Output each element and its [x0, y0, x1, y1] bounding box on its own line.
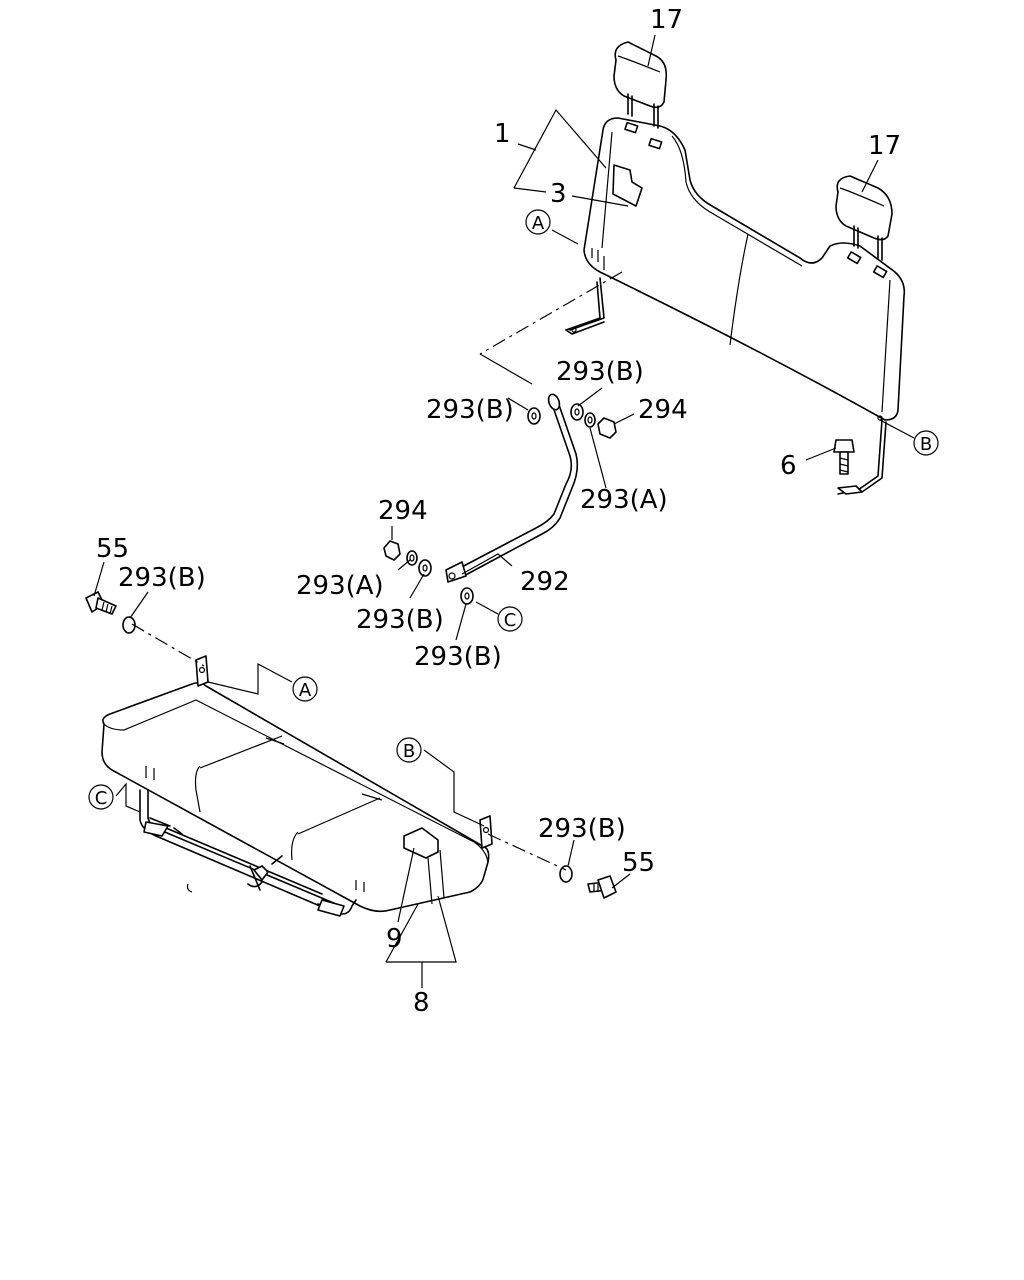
- ref-a-lower: A: [292, 676, 318, 702]
- label-55-left: 55: [96, 534, 129, 564]
- seat-cushion: [101, 655, 493, 917]
- label-17-left: 17: [650, 5, 683, 35]
- ref-c-lower: C: [88, 784, 114, 810]
- label-6: 6: [780, 451, 797, 481]
- svg-text:C: C: [95, 788, 108, 809]
- ref-c-upper: C: [497, 606, 523, 632]
- washer-left: [122, 616, 136, 634]
- svg-text:A: A: [299, 680, 312, 701]
- label-293a-upper: 293(A): [580, 485, 668, 515]
- hardware-upper: [527, 403, 617, 439]
- label-3: 3: [550, 179, 567, 209]
- label-293a-lower: 293(A): [296, 571, 384, 601]
- label-293b-upper-right: 293(B): [556, 357, 644, 387]
- svg-text:C: C: [504, 610, 517, 631]
- label-293b-upper-left: 293(B): [426, 395, 514, 425]
- label-9: 9: [386, 924, 403, 954]
- leaders: [93, 34, 915, 988]
- hardware-lower: [383, 540, 474, 605]
- label-293b-left: 293(B): [118, 563, 206, 593]
- headrest-left: [613, 41, 668, 129]
- svg-text:B: B: [403, 741, 415, 762]
- label-17-right: 17: [868, 131, 901, 161]
- rod-292: [445, 393, 579, 583]
- ref-b-lower: B: [396, 737, 422, 763]
- bolt-6: [833, 439, 855, 475]
- label-55-right: 55: [622, 848, 655, 878]
- seat-back: [565, 117, 906, 495]
- label-292: 292: [520, 567, 570, 597]
- label-294-lower: 294: [378, 496, 428, 526]
- headrest-right: [835, 175, 893, 261]
- ref-a-upper: A: [525, 209, 551, 235]
- svg-text:A: A: [532, 213, 545, 234]
- ref-b-upper: B: [913, 430, 939, 456]
- bolt-55-right: [587, 875, 617, 899]
- bolt-55-left: [85, 591, 117, 615]
- label-1: 1: [494, 119, 511, 149]
- label-293b-lower-mid: 293(B): [356, 605, 444, 635]
- label-294-upper: 294: [638, 395, 688, 425]
- label-8: 8: [413, 988, 430, 1018]
- label-293b-right: 293(B): [538, 814, 626, 844]
- label-293b-lower: 293(B): [414, 642, 502, 672]
- svg-text:B: B: [920, 434, 932, 455]
- washer-right: [559, 865, 573, 883]
